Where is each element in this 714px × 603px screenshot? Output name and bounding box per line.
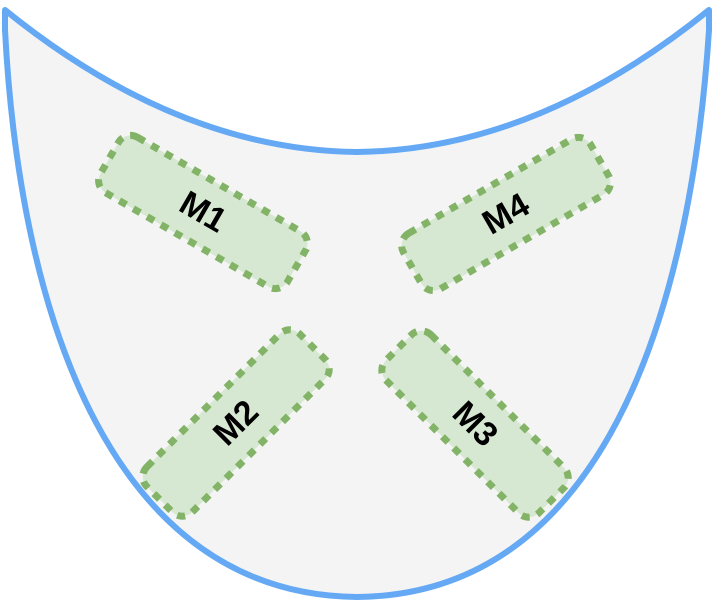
module-m4[interactable]: M4 [396, 132, 615, 295]
module-m3-box [378, 327, 572, 521]
module-m2[interactable]: M2 [137, 324, 335, 522]
module-m2-box [139, 326, 333, 520]
module-m1-box [95, 131, 311, 293]
module-m1[interactable]: M1 [93, 130, 312, 293]
module-m4-box [398, 133, 614, 295]
container-shape [2, 7, 712, 600]
module-m3[interactable]: M3 [376, 325, 574, 523]
